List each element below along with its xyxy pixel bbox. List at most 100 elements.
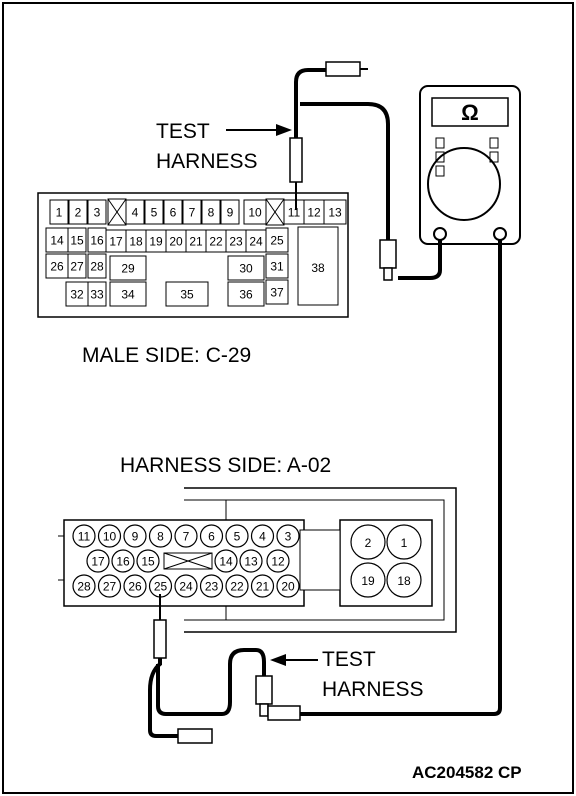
a02-pin — [136, 549, 160, 573]
c29-pin-label: 30 — [239, 262, 253, 276]
test-harness-top-label-1: TEST — [156, 120, 210, 143]
c29-pin-label: 9 — [227, 206, 234, 220]
meter-lead-right — [300, 240, 502, 716]
a02-pin-label: 5 — [234, 529, 241, 543]
c29-pin-frame — [109, 255, 147, 281]
c29-pin-frame — [144, 199, 164, 225]
c29-pin-frame — [227, 281, 265, 307]
a02-pin — [72, 574, 96, 598]
c29-pin-frame — [87, 253, 107, 279]
a02-pin-label: 3 — [285, 529, 292, 543]
c29-pin-label: 32 — [70, 288, 84, 302]
c29-blank-markers — [107, 198, 285, 226]
a02-pin-label: 2 — [365, 536, 372, 550]
c29-pin-label: 37 — [270, 286, 284, 300]
c29-pin-frame — [67, 227, 87, 253]
a02-pin-label: 23 — [205, 579, 219, 593]
c29-pin-label: 29 — [121, 262, 135, 276]
c29-pin-label: 20 — [169, 235, 183, 249]
a02-pin-label: 10 — [103, 529, 117, 543]
a02-pin-label: 17 — [91, 554, 105, 568]
a02-pin — [97, 524, 122, 548]
c29-pin-frame — [201, 199, 221, 225]
figure-code: AC204582 CP — [412, 763, 522, 782]
a02-pin-label: 27 — [103, 579, 117, 593]
c29-pin-label: 10 — [248, 206, 262, 220]
c29-pin-frame — [220, 199, 240, 225]
a02-pin-label: 11 — [78, 529, 91, 543]
c29-pin-frame — [49, 199, 69, 225]
test-harness-top — [289, 61, 397, 281]
c29-pin-label: 6 — [170, 206, 177, 220]
c29-pin-label: 27 — [70, 260, 84, 274]
a02-pin — [350, 524, 386, 560]
c29-pin-label: 21 — [189, 235, 203, 249]
a02-pin — [276, 524, 300, 548]
c29-pin-label: 14 — [50, 234, 64, 248]
c29-pin-frame — [265, 227, 289, 253]
a02-pin — [225, 524, 249, 548]
male-side-label: MALE SIDE: C-29 — [82, 344, 251, 367]
a02-pin — [174, 574, 198, 598]
a02-pin-label: 21 — [256, 579, 270, 593]
a02-blank-marker — [163, 552, 213, 570]
arrowhead-bottom — [270, 654, 286, 666]
a02-pin-label: 25 — [154, 579, 168, 593]
c29-pin-frame — [265, 253, 289, 279]
c29-pin-label: 4 — [132, 206, 139, 220]
a02-pin — [174, 524, 198, 548]
c29-pin-label: 38 — [311, 261, 325, 275]
a02-pin-label: 4 — [259, 529, 266, 543]
a02-pin-label: 20 — [281, 579, 295, 593]
a02-pin — [86, 549, 110, 573]
a02-pin-label: 12 — [271, 554, 285, 568]
c29-pin-frame — [87, 199, 107, 225]
a02-pin-label: 6 — [208, 529, 215, 543]
c29-pin-label: 33 — [90, 288, 104, 302]
c29-pin-frame — [68, 199, 88, 225]
a02-pin-label: 22 — [230, 579, 244, 593]
a02-pin — [386, 524, 422, 560]
c29-pin-label: 17 — [109, 235, 123, 249]
a02-pin — [199, 524, 224, 548]
c29-pin-label: 36 — [239, 288, 253, 302]
c29-pin-label: 8 — [208, 206, 215, 220]
c29-pin-label: 23 — [229, 235, 243, 249]
a02-pin — [266, 549, 290, 573]
a02-pin-label: 13 — [244, 554, 258, 568]
a02-pin — [111, 549, 135, 573]
a02-pin-label: 24 — [179, 579, 193, 593]
a02-pin-label: 16 — [116, 554, 130, 568]
c29-pin-frame — [87, 281, 107, 307]
a02-pin — [97, 574, 122, 598]
a02-pin — [386, 562, 422, 598]
c29-pin-frame — [67, 253, 87, 279]
test-harness-bottom-label-2: HARNESS — [322, 678, 424, 701]
c29-pin-label: 1 — [56, 206, 63, 220]
c29-pin-label: 28 — [90, 260, 104, 274]
a02-pin-label: 7 — [183, 529, 190, 543]
c29-pin-label: 11 — [288, 206, 301, 220]
c29-pin-label: 2 — [75, 206, 82, 220]
c29-pin-frame — [265, 279, 289, 305]
a02-pin — [148, 524, 173, 548]
a02-pin — [276, 574, 300, 598]
a02-pin — [250, 574, 275, 598]
a02-pin — [123, 524, 147, 548]
c29-pin-frame — [165, 281, 209, 307]
meter-lead-left — [398, 240, 442, 280]
arrowhead-top — [276, 124, 292, 136]
test-harness-top-label-2: HARNESS — [156, 150, 258, 173]
c29-pin-label: 13 — [328, 206, 342, 220]
c29-pin-frame — [227, 255, 265, 281]
a02-pin — [350, 562, 386, 598]
c29-pin-label: 31 — [270, 260, 284, 274]
harness-side-label: HARNESS SIDE: A-02 — [120, 454, 331, 477]
c29-pin-label: 26 — [50, 260, 64, 274]
a02-pin — [72, 524, 96, 548]
a02-pin-label: 18 — [397, 574, 411, 588]
